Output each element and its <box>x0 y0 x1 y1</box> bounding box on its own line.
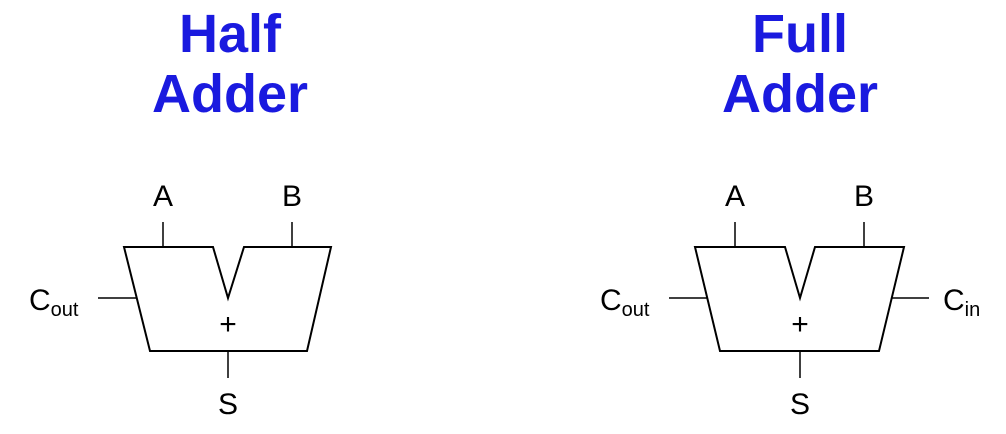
half-adder-input-b-label: B <box>282 180 302 213</box>
full-adder-input-a-label: A <box>725 180 745 213</box>
full-adder-title-line2: Adder <box>721 64 878 124</box>
full-adder-carry-in-label: Cin <box>943 284 980 321</box>
full-adder-carry-out-main: C <box>600 284 622 317</box>
half-adder-input-a-label: A <box>153 180 173 213</box>
half-adder-title: Half Adder <box>80 4 380 124</box>
full-adder-title: Full Adder <box>650 4 950 124</box>
full-adder-title-line1: Full <box>752 4 848 64</box>
half-adder-carry-out-main: C <box>29 284 51 317</box>
full-adder-carry-in-main: C <box>943 284 965 317</box>
half-adder-operator: + <box>219 308 237 341</box>
half-adder-carry-out-label: Cout <box>29 284 79 321</box>
full-adder-symbol: A B + S Cout Cin <box>600 180 980 421</box>
full-adder-operator: + <box>791 308 809 341</box>
full-adder-sum-label: S <box>790 388 810 421</box>
half-adder-symbol: A B + S Cout <box>29 180 333 421</box>
full-adder-carry-out-label: Cout <box>600 284 650 321</box>
full-adder-body <box>693 246 906 352</box>
half-adder-title-line2: Adder <box>151 64 308 124</box>
half-adder-body <box>122 246 333 352</box>
full-adder-input-b-label: B <box>854 180 874 213</box>
half-adder-carry-out-subscript: out <box>51 299 79 321</box>
full-adder-carry-in-subscript: in <box>965 299 981 321</box>
full-adder-carry-out-subscript: out <box>622 299 650 321</box>
half-adder-sum-label: S <box>218 388 238 421</box>
half-adder-title-line1: Half <box>178 4 281 64</box>
